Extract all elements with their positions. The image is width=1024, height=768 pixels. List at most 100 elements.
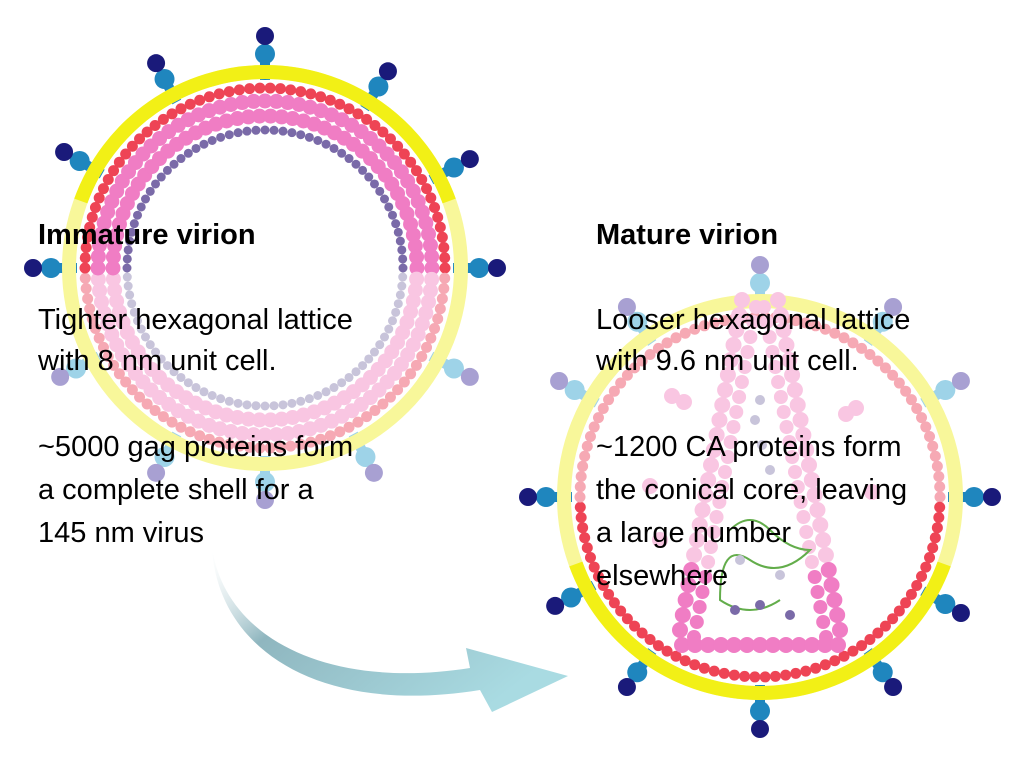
rna-dot — [176, 372, 186, 382]
lipid-dot — [436, 293, 448, 305]
core-base-dot — [739, 637, 755, 653]
lipid-dot — [175, 421, 187, 433]
core-dot — [768, 360, 783, 374]
rna-dot — [207, 136, 217, 146]
lipid-dot — [295, 438, 307, 450]
core-dot — [798, 442, 815, 458]
spike-head — [935, 380, 956, 400]
lipid-dot — [438, 241, 450, 253]
core-dot — [813, 600, 828, 614]
spike-knob — [24, 259, 42, 277]
core-dot — [694, 502, 711, 518]
rna-dot — [313, 390, 323, 400]
lipid-dot — [920, 421, 932, 433]
lipid-dot — [838, 332, 850, 344]
rna-dot — [750, 415, 760, 425]
lipid-dot — [629, 362, 641, 374]
lipid-dot — [577, 522, 589, 534]
rna-dot — [387, 316, 397, 326]
rna-dot — [145, 340, 155, 350]
spike-head — [69, 151, 90, 171]
rna-dot — [169, 159, 179, 169]
gag-dot — [93, 294, 109, 310]
core-dot — [807, 570, 822, 584]
rna-dot — [233, 398, 243, 408]
rna-dot — [260, 125, 270, 135]
lipid-dot — [166, 108, 178, 120]
lipid-dot — [421, 183, 433, 195]
immature-desc-line-2: with 8 nm unit cell. — [38, 345, 277, 377]
spike-head — [872, 662, 893, 683]
core-dot — [728, 322, 745, 338]
core-dot — [677, 592, 694, 608]
core-dot — [810, 585, 825, 599]
core-dot — [719, 367, 736, 383]
core-dot — [726, 420, 741, 434]
core-dot — [686, 547, 703, 563]
gag-dot — [234, 425, 250, 441]
spike-head — [255, 44, 275, 64]
spike-head — [536, 487, 556, 507]
spike-knob — [617, 678, 636, 697]
spike-head — [41, 258, 61, 278]
spike-head — [469, 258, 489, 278]
lipid-dot — [872, 355, 884, 367]
rna-dot — [380, 194, 390, 204]
rna-dot — [329, 143, 339, 153]
spike-knob — [364, 463, 383, 482]
gag-dot — [246, 93, 262, 109]
core-dot — [700, 472, 717, 488]
core-dot — [796, 510, 811, 524]
core-dot — [712, 495, 727, 509]
core-dot — [778, 337, 795, 353]
rna-dot — [393, 227, 403, 237]
core-dot — [801, 457, 817, 473]
immature-count-line-2: a complete shell for a — [38, 474, 314, 506]
rna-dot — [344, 154, 354, 164]
core-dot — [786, 382, 803, 398]
lipid-dot — [905, 394, 917, 406]
lipid-dot — [203, 433, 215, 445]
rna-dot — [224, 396, 234, 406]
mature-count-line-1: ~1200 CA proteins form — [596, 431, 902, 463]
core-dot — [829, 607, 846, 623]
core-dot — [680, 577, 697, 593]
rna-dot — [398, 254, 408, 264]
rna-dot — [395, 236, 405, 246]
lipid-dot — [108, 165, 120, 177]
core-dot — [809, 502, 826, 518]
lipid-dot — [670, 650, 682, 662]
rna-dot — [129, 307, 139, 317]
lipid-dot — [80, 241, 92, 253]
lipid-dot — [718, 667, 730, 679]
lipid-dot — [120, 376, 132, 388]
lipid-dot — [434, 303, 446, 315]
lipid-dot — [369, 119, 381, 131]
lipid-dot — [929, 450, 941, 462]
lipid-dot — [800, 317, 812, 329]
spike-knob — [951, 372, 970, 390]
core-dot — [703, 540, 718, 554]
gag-dot — [285, 409, 301, 425]
spike-knob — [488, 259, 506, 277]
rna-dot — [251, 125, 261, 135]
lipid-dot — [927, 542, 939, 554]
core-dot — [762, 330, 777, 344]
rna-dot — [199, 139, 209, 149]
rna-dot — [321, 139, 331, 149]
lipid-dot — [856, 342, 868, 354]
lipid-dot — [584, 551, 596, 563]
lipid-dot — [134, 391, 146, 403]
lipid-dot — [213, 88, 225, 100]
lipid-dot — [689, 323, 701, 335]
gag-dot — [274, 411, 290, 427]
core-dot — [697, 487, 714, 503]
core-dot — [820, 562, 837, 578]
lipid-dot — [911, 580, 923, 592]
rna-dot — [358, 361, 368, 371]
immature-count-line-3: 145 nm virus — [38, 517, 205, 549]
maturation-arrow-icon — [212, 548, 568, 712]
core-dot — [759, 315, 774, 329]
free-protein-dot — [838, 406, 854, 422]
rna-dot — [364, 172, 374, 182]
